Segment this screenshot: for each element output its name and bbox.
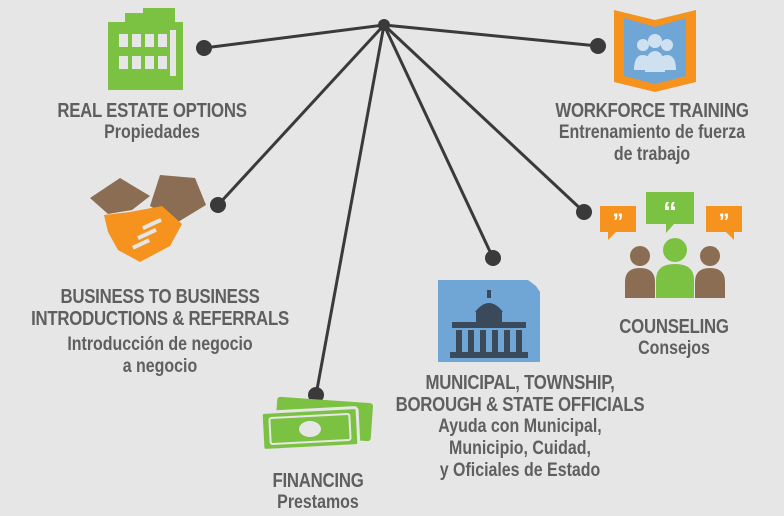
line-business (216, 23, 386, 207)
svg-text:“: “ (663, 196, 677, 227)
real-estate-label: REAL ESTATE OPTIONS Propiedades (41, 100, 263, 144)
dot-workforce (590, 38, 606, 54)
municipal-subtitle-3: y Oficiales de Estado (439, 460, 601, 481)
municipal-subtitle-1: Ayuda con Municipal, (438, 416, 602, 437)
building-icon (108, 8, 183, 90)
real-estate-title: REAL ESTATE OPTIONS (57, 100, 247, 122)
counseling-people-icon: ” “ ” (600, 192, 742, 298)
workforce-subtitle-1: Entrenamiento de fuerza (558, 122, 746, 143)
svg-text:”: ” (719, 209, 730, 234)
svg-text:”: ” (613, 209, 624, 234)
municipal-subtitle-2: Municipio, Cuidad, (449, 438, 591, 459)
line-municipal (382, 24, 495, 259)
dot-municipal (485, 250, 501, 266)
business-subtitle-1: Introducción de negocio (67, 334, 253, 355)
dot-financing (308, 387, 324, 403)
business-label: BUSINESS TO BUSINESS INTRODUCTIONS & REF… (26, 286, 295, 378)
financing-subtitle: Prestamos (277, 492, 359, 513)
workforce-title: WORKFORCE TRAINING (555, 100, 749, 122)
financing-label: FINANCING Prestamos (234, 470, 402, 514)
workforce-subtitle-2: de trabajo (613, 144, 691, 165)
workforce-label: WORKFORCE TRAINING Entrenamiento de fuer… (541, 100, 763, 166)
line-workforce (383, 23, 599, 48)
line-real-estate (203, 23, 385, 50)
municipal-title-2: BOROUGH & STATE OFFICIALS (395, 394, 645, 416)
financing-title: FINANCING (272, 470, 364, 492)
municipal-title-1: MUNICIPAL, TOWNSHIP, (425, 372, 615, 394)
business-title-1: BUSINESS TO BUSINESS (60, 286, 260, 308)
connector-lines (203, 23, 599, 396)
line-financing (314, 24, 386, 396)
counseling-title: COUNSELING (619, 316, 729, 338)
business-title-2: INTRODUCTIONS & REFERRALS (31, 308, 289, 330)
municipal-label: MUNICIPAL, TOWNSHIP, BOROUGH & STATE OFF… (394, 372, 646, 482)
dot-real-estate (196, 40, 212, 56)
real-estate-subtitle: Propiedades (104, 122, 200, 143)
capitol-icon (438, 280, 540, 362)
handshake-icon (90, 175, 206, 262)
money-icon (259, 396, 374, 452)
business-subtitle-2: a negocio (122, 356, 198, 377)
counseling-subtitle: Consejos (638, 338, 710, 359)
dot-business (210, 197, 226, 213)
line-counseling (382, 23, 586, 214)
counseling-label: COUNSELING Consejos (598, 316, 749, 360)
dot-counseling (576, 204, 592, 220)
hub-dot (378, 19, 390, 31)
book-people-icon (614, 10, 696, 92)
